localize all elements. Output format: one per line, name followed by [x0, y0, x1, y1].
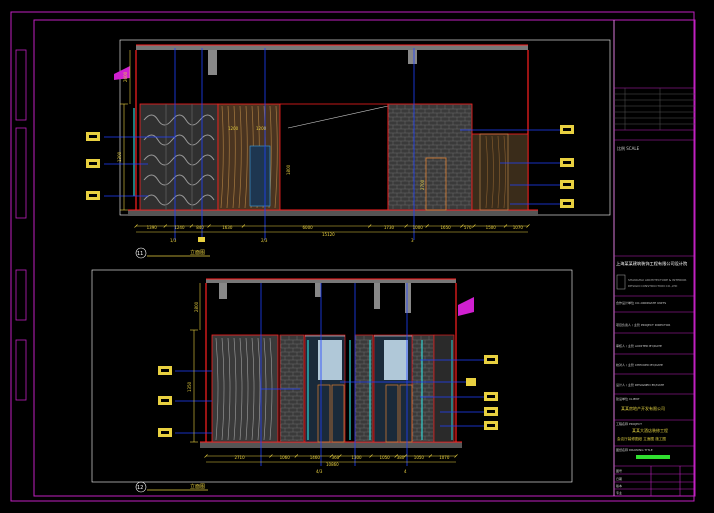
client-label: 建设单位 CLIENT: [616, 396, 640, 401]
dim-inner: 2700: [420, 179, 425, 190]
dim-segment: 1630: [222, 225, 233, 230]
dim-segment: 840: [196, 225, 204, 230]
dim-total: 10860: [326, 462, 339, 467]
project-name-1: 某某大酒店装修工程: [632, 427, 668, 433]
panel-swirl-pattern: [143, 104, 215, 210]
grid-mark: 4/3: [316, 469, 323, 474]
scale-label: 比例 SCALE: [617, 145, 640, 151]
binding-strip: [15, 49, 27, 401]
dim-left: 2800: [194, 301, 199, 312]
dim-left: 1350: [187, 381, 192, 392]
view-number-bubble: [135, 481, 147, 493]
dim-segment: 1070: [513, 225, 524, 230]
dim-segment: 380: [397, 455, 405, 460]
dim-segment: 1050: [380, 455, 391, 460]
dim-segment: 1000: [413, 225, 424, 230]
company-en-2: DESIGN CONSTRUCTION CO.,LTD: [628, 284, 678, 288]
dim-segment: 1390: [147, 225, 158, 230]
row-design: 设计人 / 主管 DESIGNED BY/DATE: [616, 382, 664, 387]
row-director: 项目负责人 / 主管 PROJECT DIRECTOR: [616, 322, 670, 327]
bottom-row-3: 专业: [616, 490, 622, 495]
material-tags-left-1: [86, 132, 100, 200]
dim-inner: 1200: [256, 126, 267, 131]
grid-mark: 1/3: [170, 238, 177, 243]
company-name: 上海某某建筑装饰工程有限公司设计院: [616, 260, 688, 267]
material-tags-right-1: [560, 125, 574, 208]
dim-segment: 1240: [174, 225, 185, 230]
decor-panel-left: [139, 103, 219, 211]
material-tags-right-2: [466, 355, 498, 430]
grid-mark: 3: [411, 238, 414, 243]
view-title: 立面图: [190, 483, 205, 490]
drawing-title-bar: [636, 455, 670, 459]
elevation-drawing-1: 1300 2600 1200 1200 1800 2700 1390 1240 84…: [86, 39, 611, 259]
wood-panel-2: [211, 334, 279, 443]
drawing-label: 图纸名称 DRAWING TITLE: [616, 447, 653, 452]
dim-segment: 1300: [351, 455, 362, 460]
tile-column-2a: [279, 334, 305, 443]
sheet-frame: [10, 11, 696, 502]
dim-total: 15120: [322, 232, 335, 237]
tile-column-2c: [411, 334, 435, 443]
company-en-1: SHANGHAI ARCHITECTURE & INTERIOR: [628, 278, 687, 282]
row-check: 校对人 / 主管 CHECKED BY/DATE: [616, 362, 663, 367]
dim-segment: 1500: [486, 225, 497, 230]
project-name-2: 会议厅装修图纸 立面图 施工图: [617, 436, 666, 441]
company-logo: [616, 274, 626, 290]
view-number: 12: [137, 485, 143, 491]
row-coordinate: 合作设计单位 CO-ORDINATE UNITS: [616, 300, 666, 305]
bottom-row-2: 版本: [616, 483, 622, 488]
bottom-row-1: 日期: [616, 476, 622, 481]
row-audit: 审核人 / 主管 AUDITED BY/DATE: [616, 343, 662, 348]
bottom-row-0: 图号: [616, 468, 622, 473]
grid-mark: 4: [404, 469, 407, 474]
dim-segment: 570: [464, 225, 472, 230]
dim-segment: 1050: [414, 455, 425, 460]
wood-panel-right: [471, 133, 529, 211]
dim-inner: 1800: [286, 164, 291, 175]
dim-left: 2600: [123, 71, 128, 82]
door: [425, 157, 447, 211]
dim-segment: 1070: [439, 455, 450, 460]
dim-segment: 1650: [441, 225, 452, 230]
dim-segment: 1730: [384, 225, 395, 230]
dim-segment: 6000: [303, 225, 314, 230]
elevation-drawing-2: 1350 2800 2710 1060 1460 360 1300 1050 380 1050…: [91, 269, 573, 493]
view-title: 立面图: [190, 249, 205, 256]
project-label: 工程名称 PROJECT: [616, 421, 642, 426]
title-block: 比例 SCALE 上海某某建筑装饰工程有限公司设计院 SHANGHAI ARCH…: [614, 87, 695, 496]
material-tags-left-2: [158, 366, 172, 437]
dim-left: 1300: [117, 151, 122, 162]
dim-segment: 2710: [234, 455, 245, 460]
view-number: 11: [137, 251, 143, 257]
dim-segment: 360: [332, 455, 340, 460]
view-number-bubble: [135, 247, 147, 259]
dim-segment: 1460: [310, 455, 321, 460]
grid-mark: 2/3: [261, 238, 268, 243]
client-name: 某某房地产开发有限公司: [621, 405, 665, 411]
dim-inner: 1200: [228, 126, 239, 131]
dim-segment: 1060: [280, 455, 291, 460]
